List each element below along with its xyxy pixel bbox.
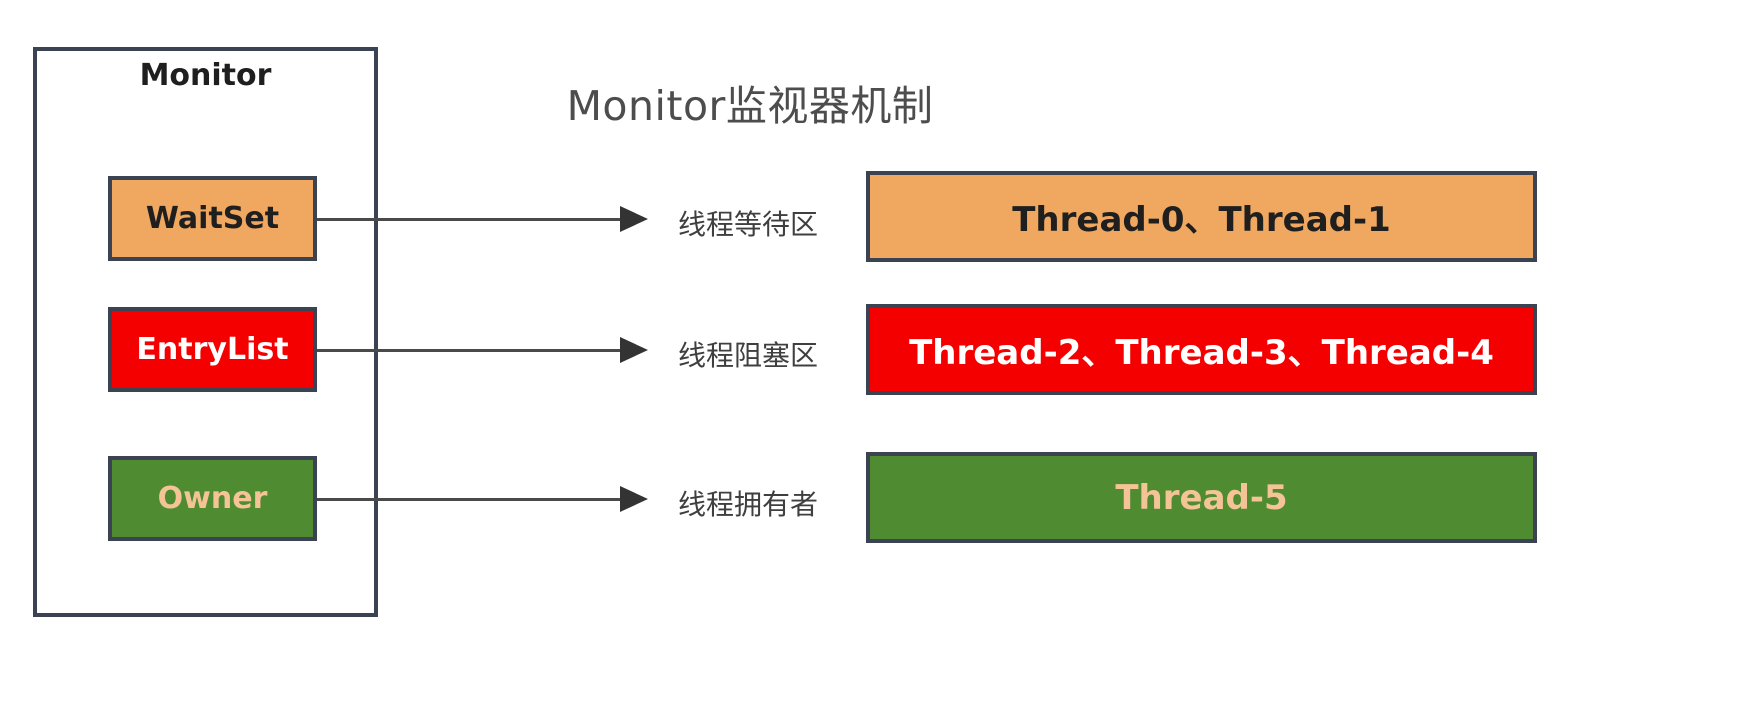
thread-box-blocked[interactable]: Thread-2、Thread-3、Thread-4 [866, 304, 1537, 395]
label-wait-area: 线程等待区 [678, 208, 819, 241]
arrow-head-entrylist-icon [620, 337, 648, 363]
arrow-line-owner [317, 498, 627, 501]
waitset-box[interactable]: WaitSet [108, 176, 317, 261]
page-title: Monitor监视器机制 [566, 82, 934, 130]
label-blocked-area: 线程阻塞区 [678, 339, 819, 372]
owner-box[interactable]: Owner [108, 456, 317, 541]
arrow-line-entrylist [317, 349, 627, 352]
thread-box-owner[interactable]: Thread-5 [866, 452, 1537, 543]
arrow-line-waitset [317, 218, 627, 221]
arrow-head-waitset-icon [620, 206, 648, 232]
entrylist-box[interactable]: EntryList [108, 307, 317, 392]
thread-box-waiting[interactable]: Thread-0、Thread-1 [866, 171, 1537, 262]
label-owner-area: 线程拥有者 [678, 488, 819, 521]
monitor-label: Monitor [139, 58, 272, 93]
arrow-head-owner-icon [620, 486, 648, 512]
